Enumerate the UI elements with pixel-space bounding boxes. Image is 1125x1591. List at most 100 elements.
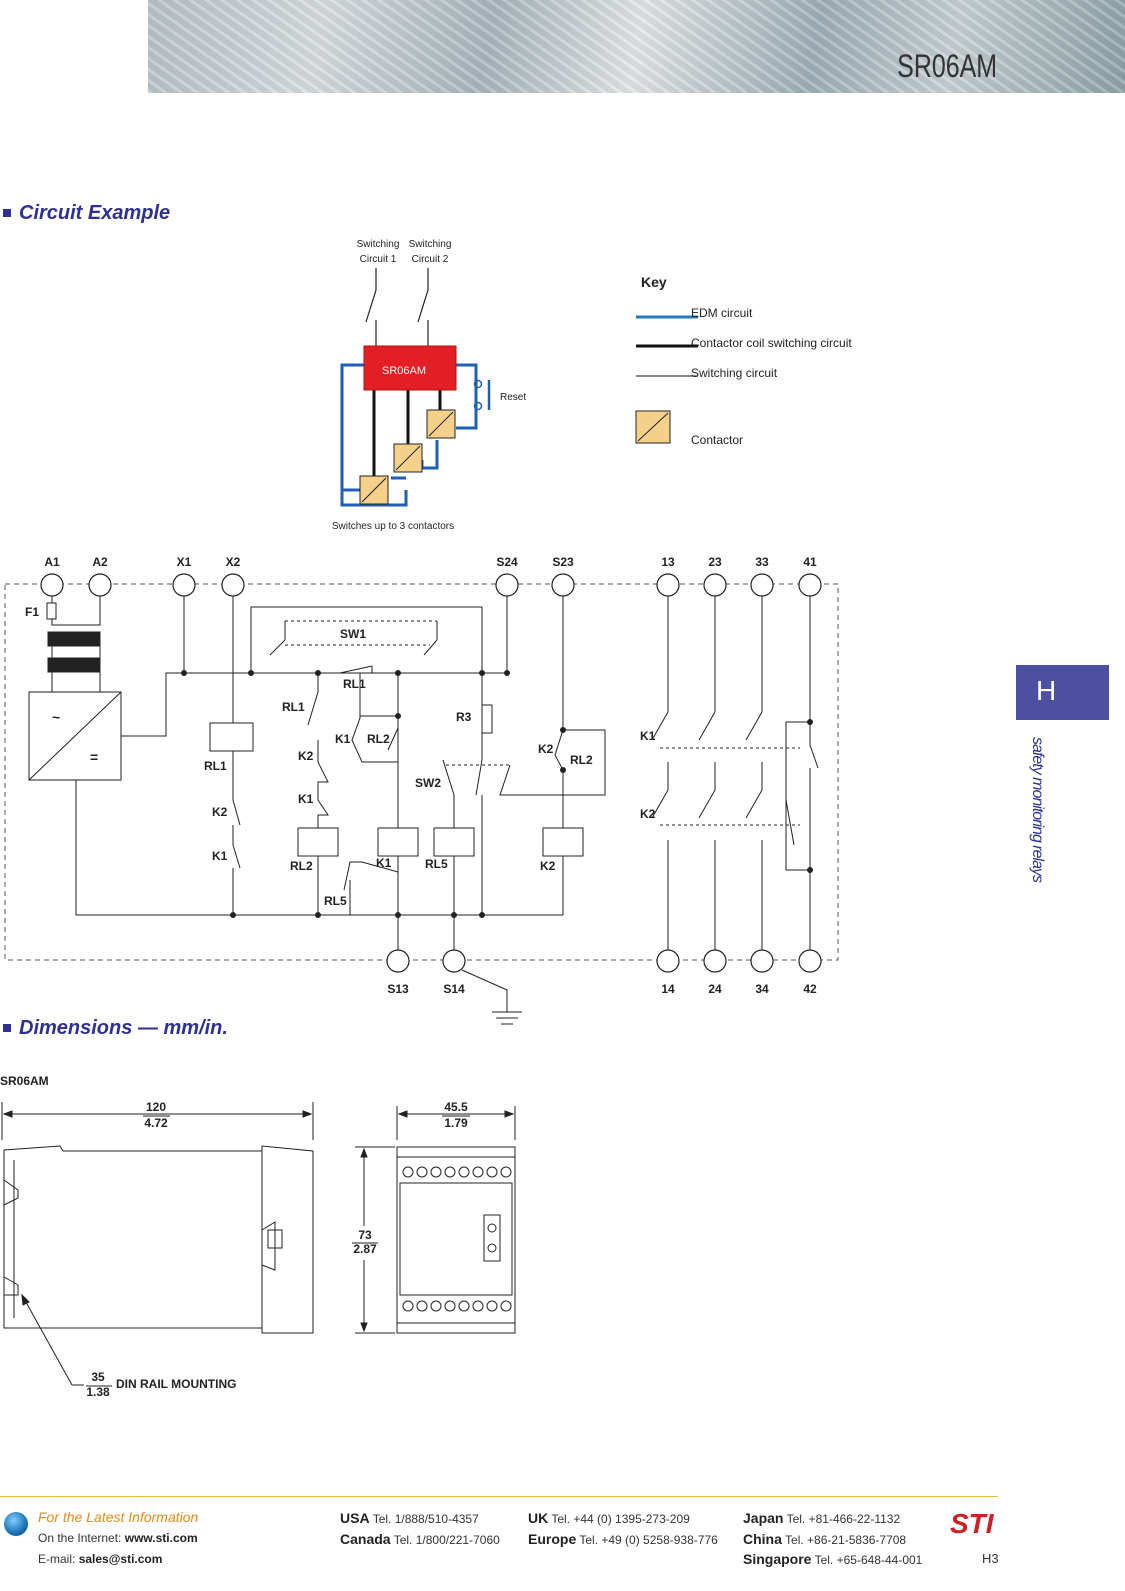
switching-circuit-lines <box>365 268 429 346</box>
email-link[interactable]: sales@sti.com <box>78 1552 163 1566</box>
front-view <box>396 1146 516 1334</box>
svg-text:S14: S14 <box>443 982 465 996</box>
usa-label: USA <box>340 1510 370 1526</box>
din-label: DIN RAIL MOUNTING <box>116 1377 236 1391</box>
model-label: SR06AM <box>0 1074 49 1088</box>
caption: Switches up to 3 contactors <box>332 521 454 532</box>
side-tab-letter: H <box>1036 675 1057 706</box>
svg-text:=: = <box>90 749 98 765</box>
svg-text:41: 41 <box>803 555 817 569</box>
europe-label: Europe <box>528 1531 577 1547</box>
svg-text:K2: K2 <box>212 805 228 819</box>
svg-text:RL2: RL2 <box>367 732 390 746</box>
canada-label: Canada <box>340 1531 391 1547</box>
svg-text:RL2: RL2 <box>570 753 593 767</box>
svg-text:K2: K2 <box>538 742 554 756</box>
wiring <box>28 596 819 1025</box>
key-title: Key <box>641 274 667 290</box>
side-tab: H <box>1016 665 1109 720</box>
singapore-label: Singapore <box>743 1551 812 1567</box>
svg-text:K2: K2 <box>640 807 656 821</box>
svg-text:K1: K1 <box>376 856 392 870</box>
switching1-line1: Switching <box>357 239 400 250</box>
top-terminals <box>40 573 822 597</box>
svg-text:K2: K2 <box>540 859 556 873</box>
width-in: 4.72 <box>144 1116 168 1130</box>
svg-text:RL5: RL5 <box>324 894 347 908</box>
svg-text:K1: K1 <box>212 849 228 863</box>
svg-text:S13: S13 <box>387 982 409 996</box>
legend-edm: EDM circuit <box>691 306 753 320</box>
svg-text:SW2: SW2 <box>415 776 441 790</box>
key-legend: Key EDM circuit Contactor coil switching… <box>635 274 852 447</box>
email-label: E-mail: <box>38 1552 76 1566</box>
side-tab-text: safety monitoring relays <box>1029 737 1046 882</box>
switching1-line2: Circuit 1 <box>360 254 397 265</box>
footer-latest: For the Latest Information <box>38 1509 199 1525</box>
bottom-terminal-labels: S13 S14 14 24 34 42 <box>387 982 817 996</box>
japan-phone: Tel. +81-466-22-1132 <box>786 1512 901 1526</box>
svg-text:RL1: RL1 <box>204 759 227 773</box>
coil-lines <box>372 390 442 476</box>
dimension-drawing: SR06AM 120 4.72 35 1.38 DIN RAIL MOUNTIN… <box>0 1074 516 1399</box>
svg-text:13: 13 <box>661 555 675 569</box>
svg-text:K1: K1 <box>335 732 351 746</box>
header-banner <box>148 0 1125 93</box>
svg-text:RL1: RL1 <box>343 677 366 691</box>
section-dimensions: Dimensions — mm/in. <box>0 1017 228 1040</box>
svg-text:RL2: RL2 <box>290 859 313 873</box>
bullet-square-icon <box>3 208 11 217</box>
china-label: China <box>743 1531 782 1547</box>
bottom-terminals <box>386 949 822 973</box>
usa-phone: Tel. 1/888/510-4357 <box>372 1512 479 1526</box>
svg-text:F1: F1 <box>25 605 39 619</box>
svg-text:14: 14 <box>661 982 675 996</box>
width-mm: 120 <box>146 1100 166 1114</box>
canada-phone: Tel. 1/800/221-7060 <box>393 1533 500 1547</box>
svg-text:A1: A1 <box>44 555 60 569</box>
switching2-line2: Circuit 2 <box>412 254 449 265</box>
china-phone: Tel. +86-21-5836-7708 <box>785 1533 907 1547</box>
svg-text:S23: S23 <box>552 555 574 569</box>
junction-dots <box>181 670 813 918</box>
footer-japan: Japan Tel. +81-466-22-1132 <box>743 1510 900 1526</box>
din-in: 1.38 <box>86 1385 110 1399</box>
svg-text:K1: K1 <box>640 729 656 743</box>
svg-text:RL5: RL5 <box>425 857 448 871</box>
globe-icon <box>4 1512 28 1536</box>
din-mm: 35 <box>91 1370 105 1384</box>
bullet-square-icon <box>3 1023 11 1032</box>
svg-text:X2: X2 <box>226 555 241 569</box>
uk-phone: Tel. +44 (0) 1395-273-209 <box>551 1512 690 1526</box>
section-circuit-example: Circuit Example <box>0 202 170 225</box>
svg-text:42: 42 <box>803 982 817 996</box>
svg-text:S24: S24 <box>496 555 518 569</box>
section-title: Dimensions — mm/in. <box>19 1017 228 1039</box>
height-mm: 73 <box>358 1228 372 1242</box>
internet-label: On the Internet: <box>38 1531 122 1545</box>
footer-email: E-mail: sales@sti.com <box>38 1552 162 1566</box>
japan-label: Japan <box>743 1510 784 1526</box>
svg-text:R3: R3 <box>456 710 472 724</box>
sr06am-unit <box>363 345 457 391</box>
depth-mm: 45.5 <box>444 1100 468 1114</box>
internet-link[interactable]: www.sti.com <box>124 1531 198 1545</box>
page-title: SR06AM <box>897 48 997 84</box>
footer-divider <box>0 1496 998 1497</box>
singapore-phone: Tel. +65-648-44-001 <box>814 1553 923 1567</box>
footer-usa: USA Tel. 1/888/510-4357 <box>340 1510 479 1526</box>
svg-text:SW1: SW1 <box>340 627 366 641</box>
schematic: A1 A2 X1 X2 S24 S23 13 23 33 41 S13 S14 … <box>4 555 839 1025</box>
switching2-line1: Switching <box>409 239 452 250</box>
contactor-icons <box>359 409 456 505</box>
footer-canada: Canada Tel. 1/800/221-7060 <box>340 1531 500 1547</box>
svg-text:~: ~ <box>52 709 60 725</box>
svg-text:K2: K2 <box>298 749 314 763</box>
circuit-example: Switching Circuit 1 Switching Circuit 2 … <box>332 239 526 532</box>
europe-phone: Tel. +49 (0) 5258-938-776 <box>579 1533 718 1547</box>
svg-text:K1: K1 <box>298 792 314 806</box>
component-labels: F1 SW1 RL1 RL1 R3 K1 RL2 K2 SW2 K2 RL2 K… <box>25 605 656 908</box>
svg-text:33: 33 <box>755 555 769 569</box>
terminal-screws <box>402 1166 512 1312</box>
